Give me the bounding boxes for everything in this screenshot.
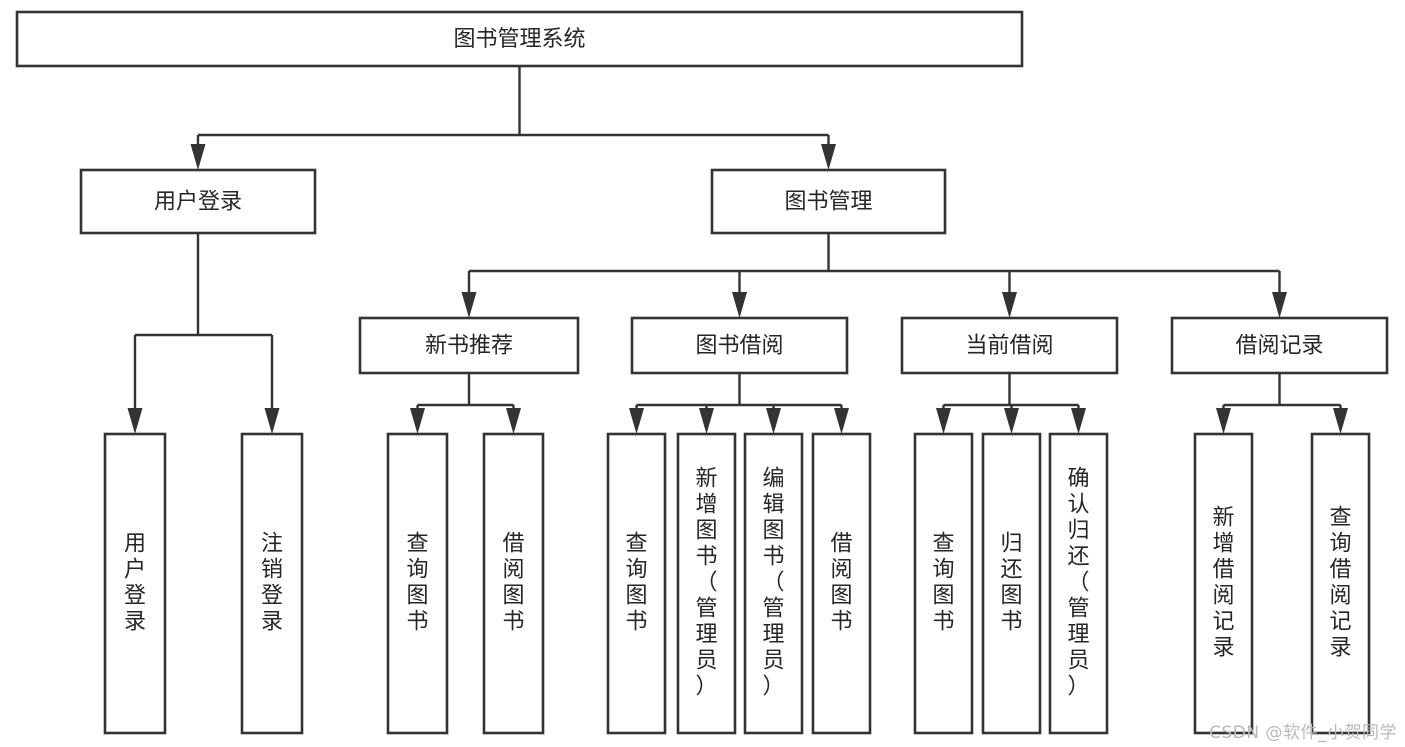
node-box-root[interactable]: [15, 10, 1024, 68]
node-label-l8: 借阅图书: [830, 532, 852, 635]
node-label-l9: 查询图书: [932, 532, 954, 635]
node-root[interactable]: 图书管理系统: [15, 10, 1024, 68]
node-box-l6[interactable]: [676, 432, 737, 735]
node-l8[interactable]: 借阅图书: [811, 432, 872, 735]
node-box-l13[interactable]: [1310, 432, 1371, 735]
edge-group-borrow: [629, 373, 849, 434]
node-box-l1[interactable]: [103, 432, 167, 735]
node-l9[interactable]: 查询图书: [913, 432, 974, 735]
node-box-l3[interactable]: [386, 432, 449, 735]
node-label-l7: 编辑图书（管理员）: [762, 467, 784, 700]
node-box-l9[interactable]: [913, 432, 974, 735]
node-newbook[interactable]: 新书推荐: [358, 316, 580, 375]
node-label-l13: 查询借阅记录: [1329, 506, 1351, 661]
node-l12[interactable]: 新增借阅记录: [1193, 432, 1254, 735]
node-records[interactable]: 借阅记录: [1170, 316, 1389, 375]
node-box-login[interactable]: [79, 168, 317, 235]
node-label-root: 图书管理系统: [453, 27, 585, 52]
node-box-borrow[interactable]: [630, 316, 849, 375]
node-label-l3: 查询图书: [406, 532, 428, 635]
node-box-l11[interactable]: [1048, 432, 1109, 735]
node-l10[interactable]: 归还图书: [981, 432, 1042, 735]
node-box-l7[interactable]: [743, 432, 804, 735]
edge-group-login: [127, 233, 280, 434]
nodes-layer: 图书管理系统用户登录图书管理新书推荐图书借阅当前借阅借阅记录用户登录注销登录查询…: [15, 10, 1389, 735]
node-label-l10: 归还图书: [1000, 532, 1022, 635]
edge-group-records: [1216, 373, 1348, 434]
node-box-l10[interactable]: [981, 432, 1042, 735]
node-box-l12[interactable]: [1193, 432, 1254, 735]
node-box-l4[interactable]: [482, 432, 545, 735]
node-box-l8[interactable]: [811, 432, 872, 735]
node-l1[interactable]: 用户登录: [103, 432, 167, 735]
node-box-newbook[interactable]: [358, 316, 580, 375]
node-label-borrow: 图书借阅: [695, 334, 783, 359]
edge-group-newbook: [410, 373, 521, 434]
node-bookmgmt[interactable]: 图书管理: [710, 168, 947, 235]
node-label-records: 借阅记录: [1235, 334, 1323, 359]
node-label-newbook: 新书推荐: [425, 334, 513, 359]
node-box-l5[interactable]: [606, 432, 667, 735]
node-label-l12: 新增借阅记录: [1212, 506, 1234, 661]
edges-layer: [127, 66, 1348, 434]
edge-group-current: [936, 373, 1086, 434]
edge-group-root: [190, 66, 836, 170]
node-box-current[interactable]: [900, 316, 1119, 375]
node-label-login: 用户登录: [154, 190, 242, 215]
watermark-label: CSDN @软件_小贺同学: [1209, 723, 1397, 743]
node-l3[interactable]: 查询图书: [386, 432, 449, 735]
node-l11[interactable]: 确认归还（管理员）: [1048, 432, 1109, 735]
node-l6[interactable]: 新增图书（管理员）: [676, 432, 737, 735]
node-borrow[interactable]: 图书借阅: [630, 316, 849, 375]
edge-group-bookmgmt: [461, 233, 1287, 318]
node-l4[interactable]: 借阅图书: [482, 432, 545, 735]
node-label-l6: 新增图书（管理员）: [695, 467, 717, 700]
node-current[interactable]: 当前借阅: [900, 316, 1119, 375]
node-login[interactable]: 用户登录: [79, 168, 317, 235]
node-label-current: 当前借阅: [965, 334, 1053, 359]
node-l2[interactable]: 注销登录: [240, 432, 304, 735]
node-box-l2[interactable]: [240, 432, 304, 735]
node-label-l2: 注销登录: [261, 532, 283, 635]
node-label-l4: 借阅图书: [502, 532, 524, 635]
node-box-records[interactable]: [1170, 316, 1389, 375]
node-label-l5: 查询图书: [625, 532, 647, 635]
node-box-bookmgmt[interactable]: [710, 168, 947, 235]
node-l7[interactable]: 编辑图书（管理员）: [743, 432, 804, 735]
node-l5[interactable]: 查询图书: [606, 432, 667, 735]
node-label-l11: 确认归还（管理员）: [1067, 467, 1089, 700]
node-label-l1: 用户登录: [124, 532, 146, 635]
node-l13[interactable]: 查询借阅记录: [1310, 432, 1371, 735]
node-label-bookmgmt: 图书管理: [784, 190, 872, 215]
